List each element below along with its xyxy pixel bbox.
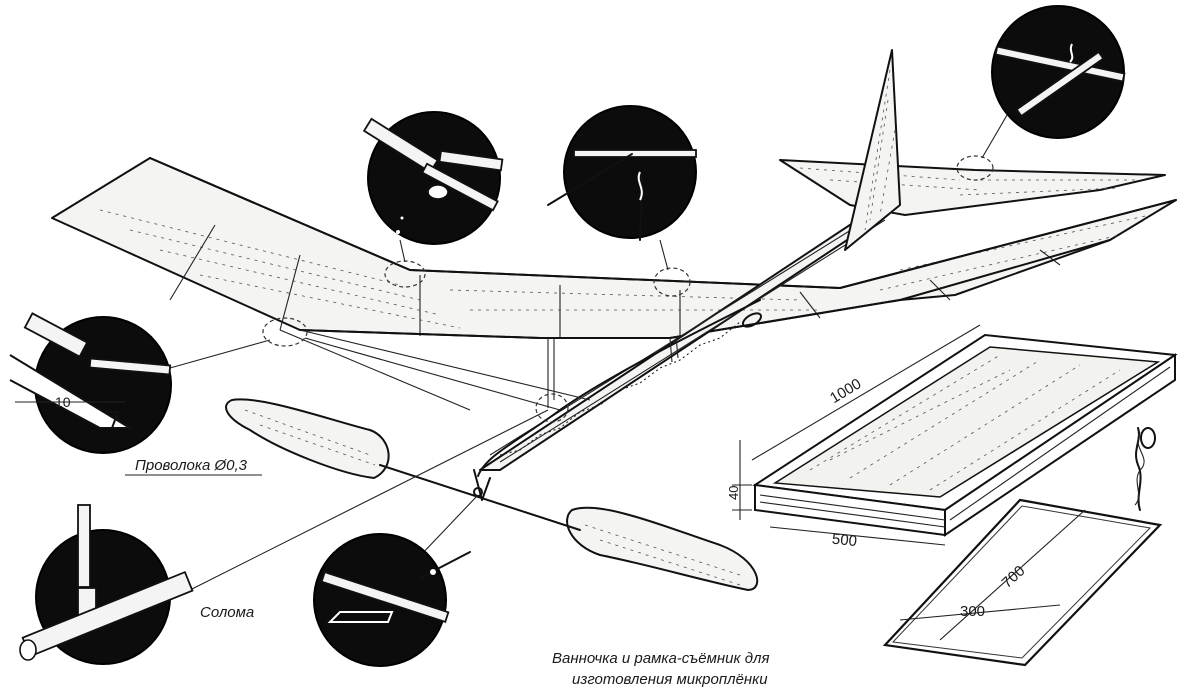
propeller — [225, 398, 759, 591]
detail-callout-prop-hook — [313, 533, 471, 667]
detail-markers — [262, 155, 994, 423]
dim-label-700: 700 — [998, 562, 1028, 591]
wing-struts — [279, 329, 679, 411]
label-wire: Проволока Ø0,3 — [135, 457, 248, 474]
horizontal-stabilizer — [779, 159, 1166, 216]
dim-label-40: 40 — [726, 486, 741, 500]
film-frame — [882, 427, 1163, 667]
airplane-model — [51, 49, 1177, 591]
caption-line-2: изготовления микроплёнки — [572, 671, 768, 688]
vertical-fin — [844, 49, 901, 251]
dim-label-10: 10 — [55, 394, 71, 410]
dim-label-300: 300 — [960, 603, 985, 620]
detail-callout-tail-joint — [991, 5, 1126, 139]
film-tray — [752, 333, 1178, 537]
detail-callout-wire-hook — [9, 312, 172, 454]
detail-callout-straw-pivot — [19, 504, 194, 665]
dim-label-1000: 1000 — [827, 375, 864, 407]
leader-lines — [169, 109, 1011, 591]
detail-callout-straw-joint — [362, 111, 504, 245]
caption-line-1: Ванночка и рамка-съёмник для — [552, 650, 770, 667]
detail-callout-needle-joint — [547, 105, 697, 241]
label-straw: Солома — [200, 604, 254, 621]
dimension-lines — [125, 324, 1086, 641]
dim-label-500: 500 — [831, 531, 858, 551]
